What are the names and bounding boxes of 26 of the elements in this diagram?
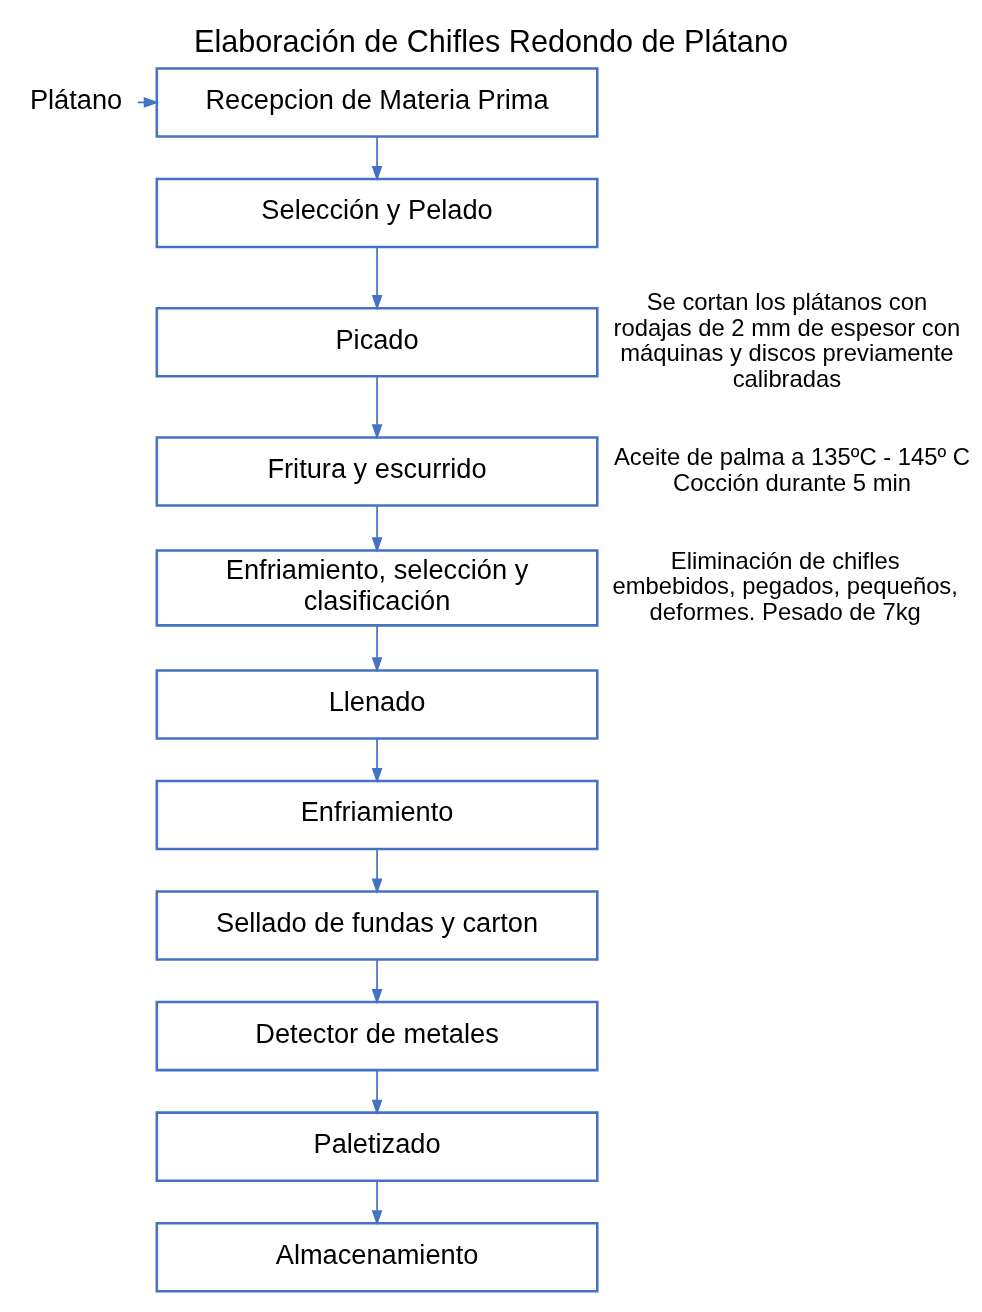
diagram-title: Elaboración de Chifles Redondo de Plátano — [194, 24, 788, 59]
arrow — [371, 624, 383, 673]
node-label: Eliminación de chifles embebidos, pegados, pequeños, deformes. Pesado de 7kg — [612, 546, 958, 625]
node-box: Picado — [155, 306, 599, 378]
arrow — [371, 136, 383, 182]
node-box: Fritura y escurrido — [155, 436, 599, 507]
arrow — [371, 1069, 383, 1115]
arrow — [371, 738, 383, 784]
node-box: Llenado — [155, 669, 599, 740]
node-label: Aceite de palma a 135ºC - 145º C Cocción durante 5 min — [614, 443, 971, 496]
node-box: Enfriamiento, selección y clasificación — [155, 549, 599, 627]
arrow — [371, 375, 383, 440]
arrow — [371, 246, 383, 311]
node-box: Selección y Pelado — [155, 177, 599, 249]
node-box: Paletizado — [155, 1111, 599, 1182]
node-box: Recepcion de Materia Prima — [155, 67, 599, 138]
arrow — [371, 505, 383, 553]
node-label: Se cortan los plátanos con rodajas de 2 mm de espesor con máquinas y discos previamente calibradas — [613, 288, 961, 392]
arrow — [371, 848, 383, 894]
node-box: Almacenamiento — [155, 1221, 599, 1293]
arrow — [371, 959, 383, 1005]
node-text: Plátano — [29, 83, 123, 115]
node-box: Sellado de fundas y carton — [155, 890, 599, 961]
node-box: Enfriamiento — [155, 779, 599, 851]
node-box: Detector de metales — [155, 1000, 599, 1072]
arrow — [371, 1180, 383, 1226]
